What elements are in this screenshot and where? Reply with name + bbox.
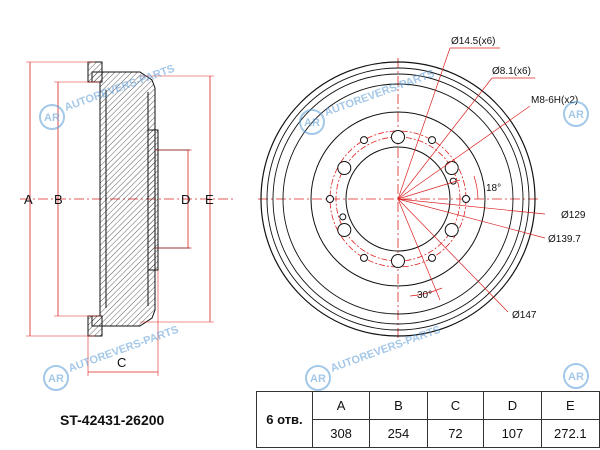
- value-cell-a: 308: [311, 419, 371, 448]
- side-section-view: A B D E C: [20, 61, 235, 376]
- svg-text:AR: AR: [44, 112, 60, 124]
- dimensions-table: 6 отв. A B C D E 308 254 72 107 272.1: [256, 391, 600, 448]
- bolt-hole-small: [428, 136, 436, 145]
- bolt-hole-large: [444, 223, 459, 237]
- bolt-hole-small: [462, 195, 470, 203]
- dim-a-label: A: [24, 192, 33, 207]
- bolt-hole-large: [391, 254, 405, 268]
- table-header-row: 6 отв. A B C D E: [256, 391, 600, 448]
- holes-count-cell: 6 отв.: [256, 391, 313, 448]
- bolt-hole-large: [444, 161, 459, 175]
- value-cell-e: 272.1: [540, 419, 600, 448]
- dim-c-label: C: [117, 355, 126, 370]
- svg-text:AR: AR: [48, 373, 64, 385]
- svg-text:AR: AR: [304, 117, 320, 129]
- dim-b-label: B: [54, 192, 63, 207]
- callout-d139: Ø139.7: [548, 234, 581, 245]
- callout-hole-large: Ø14.5(x6): [451, 36, 495, 47]
- header-cell-c: C: [426, 391, 485, 420]
- callout-d129: Ø129: [561, 210, 586, 221]
- bolt-hole-large: [337, 161, 352, 175]
- dim-d-label: D: [181, 192, 190, 207]
- value-cell-d: 107: [483, 419, 542, 448]
- thread-hole: [339, 213, 347, 221]
- callout-angle-18: 18°: [486, 183, 501, 194]
- callout-d147: Ø147: [512, 310, 537, 321]
- callout-angle-30: 30°: [417, 290, 432, 301]
- bolt-hole-small: [360, 253, 368, 262]
- bolt-hole-large: [337, 223, 352, 237]
- svg-text:AR: AR: [568, 371, 584, 383]
- header-cell-e: E: [540, 391, 600, 420]
- header-cell-a: A: [311, 391, 371, 420]
- value-cell-c: 72: [426, 419, 485, 448]
- front-view: Ø14.5(x6) Ø8.1(x6) M8-6H(x2) 18° Ø129 Ø1…: [258, 36, 586, 338]
- part-number: ST-42431-26200: [60, 412, 165, 428]
- svg-text:AR: AR: [310, 373, 326, 385]
- callout-thread: M8-6H(x2): [531, 95, 578, 106]
- value-cell-b: 254: [369, 419, 428, 448]
- bolt-hole-small: [360, 136, 368, 145]
- callout-hole-small: Ø8.1(x6): [492, 66, 531, 77]
- bolt-hole-large: [391, 130, 405, 144]
- watermark-text: AUTOREVERS-PARTS: [329, 324, 442, 375]
- bolt-hole-small: [326, 195, 334, 203]
- table-value-row: 308 254 72 107 272.1: [257, 419, 600, 448]
- bolt-hole-small: [428, 253, 436, 262]
- header-cell-d: D: [483, 391, 542, 420]
- header-cell-b: B: [369, 391, 428, 420]
- dim-e-label: E: [205, 192, 214, 207]
- svg-text:AR: AR: [568, 109, 584, 121]
